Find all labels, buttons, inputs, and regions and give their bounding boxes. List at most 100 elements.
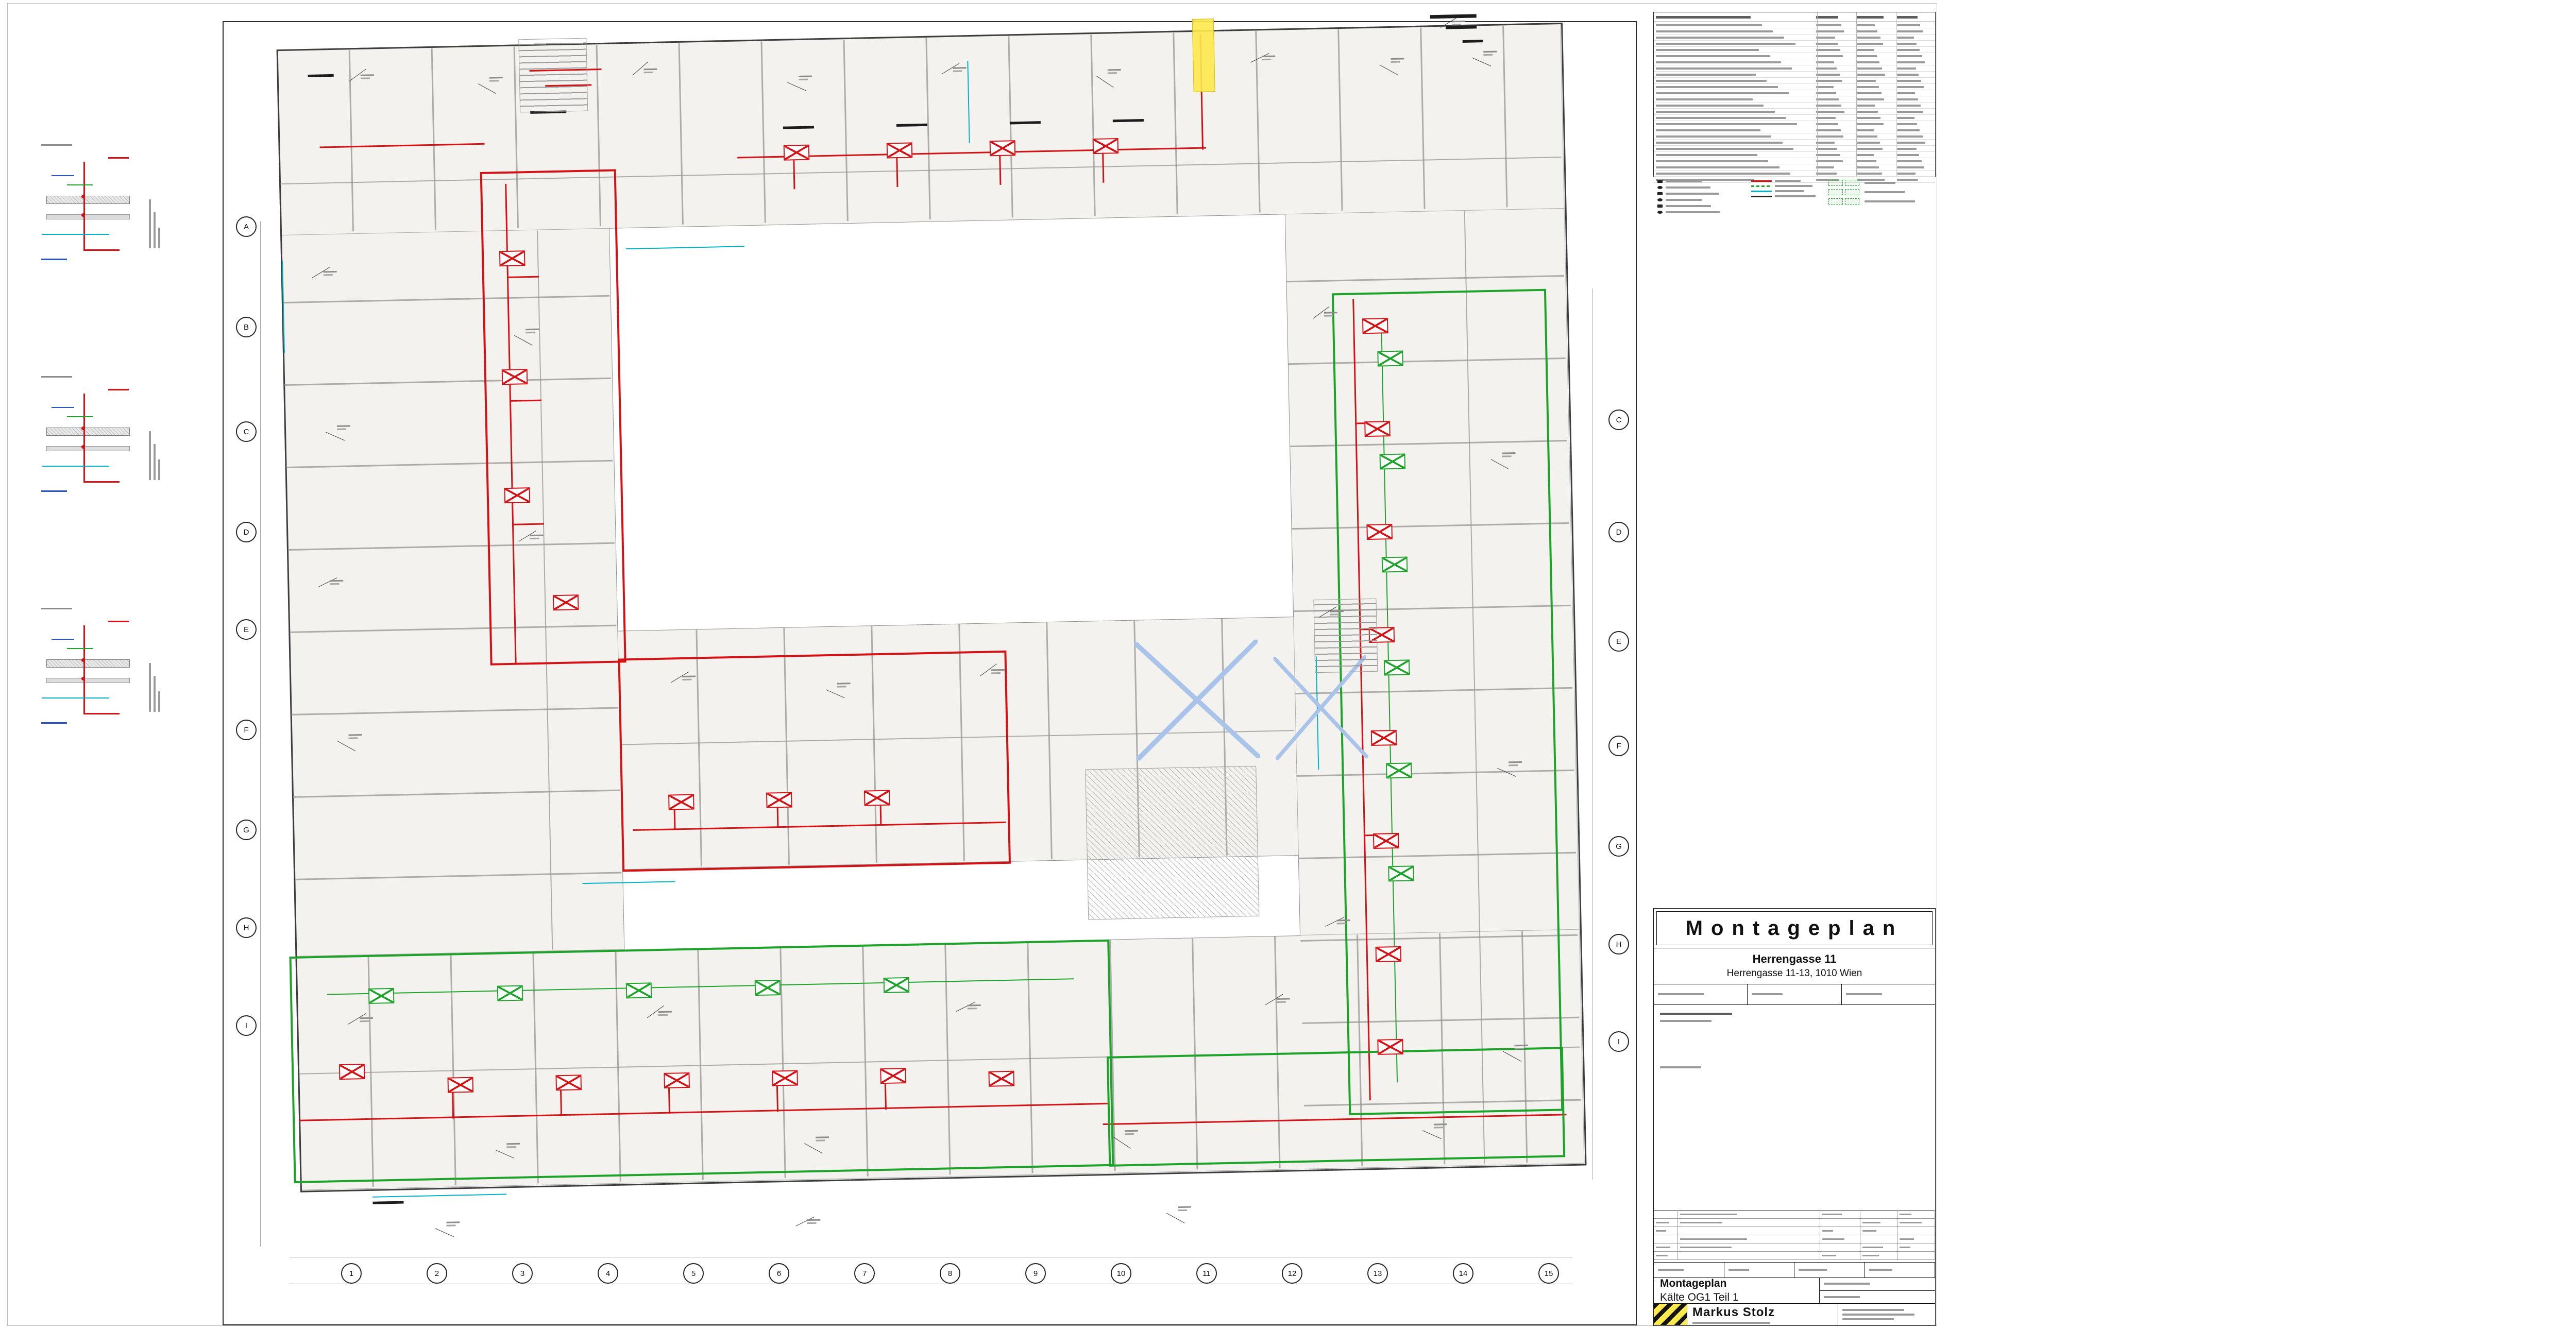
table-row xyxy=(1654,72,1935,78)
text-placeholder xyxy=(1896,79,1922,82)
table-row xyxy=(1654,127,1935,133)
revision-cell xyxy=(1820,1235,1860,1243)
table-cell xyxy=(1855,160,1895,162)
detail-label xyxy=(146,161,163,248)
text-placeholder xyxy=(1856,116,1881,119)
titleblock-header: Montageplan xyxy=(1654,909,1935,948)
text-placeholder xyxy=(1816,55,1843,57)
slab-section xyxy=(46,196,130,204)
text-placeholder xyxy=(1842,1308,1904,1311)
revision-cell xyxy=(1820,1227,1860,1235)
text-placeholder xyxy=(1816,67,1837,70)
table-row xyxy=(1654,28,1935,35)
text-placeholder xyxy=(1775,180,1801,182)
text-placeholder xyxy=(1816,48,1841,51)
pipe-cyan xyxy=(42,234,109,235)
drawing-title: Montageplan Kälte OG1 Teil 1 xyxy=(1654,1277,1820,1303)
revision-cell xyxy=(1654,1243,1678,1251)
text-placeholder xyxy=(1752,993,1783,995)
text-placeholder xyxy=(1680,1238,1747,1240)
text-placeholder xyxy=(1660,1066,1701,1068)
pipe-red xyxy=(83,249,120,251)
revision-cell xyxy=(1820,1219,1860,1226)
text-placeholder xyxy=(158,228,160,248)
text-placeholder xyxy=(1896,61,1925,63)
text-placeholder xyxy=(1856,147,1883,150)
plan-type-title: Montageplan xyxy=(1656,911,1933,945)
text-placeholder xyxy=(1862,1247,1883,1248)
text-placeholder xyxy=(1865,191,1905,193)
text-placeholder xyxy=(1775,195,1816,197)
legend-zones xyxy=(1828,180,1931,208)
text-placeholder xyxy=(1680,1222,1722,1223)
text-placeholder xyxy=(1816,36,1835,39)
table-cell xyxy=(1654,73,1814,76)
text-placeholder xyxy=(1816,135,1844,138)
detail-label xyxy=(146,624,163,712)
text-placeholder xyxy=(1822,1255,1836,1256)
text-placeholder xyxy=(1856,166,1879,168)
text-placeholder xyxy=(1856,178,1885,181)
text-placeholder xyxy=(1896,147,1917,150)
revision-cell xyxy=(1820,1252,1860,1259)
axis-bubble: E xyxy=(1608,631,1629,652)
text-placeholder xyxy=(1896,55,1922,57)
table-cell xyxy=(1654,147,1814,150)
meta-row-scale xyxy=(1654,1262,1935,1278)
legend xyxy=(1653,178,1935,223)
revision-cell xyxy=(1678,1235,1820,1243)
text-placeholder xyxy=(1856,24,1875,26)
legend-item xyxy=(1657,186,1745,189)
table-row xyxy=(1654,22,1935,28)
text-placeholder xyxy=(1656,36,1784,39)
table-cell xyxy=(1814,123,1854,125)
table-cell xyxy=(1814,147,1854,150)
table-cell xyxy=(1855,15,1895,19)
table-cell xyxy=(1855,110,1895,113)
axis-bubble: B xyxy=(236,317,257,337)
axis-bubble: 13 xyxy=(1367,1263,1388,1284)
meta-row-title: Montageplan Kälte OG1 Teil 1 xyxy=(1654,1277,1935,1304)
text-placeholder xyxy=(1816,110,1844,113)
pipe-node xyxy=(81,195,85,198)
table-cell xyxy=(1814,166,1854,168)
text-placeholder xyxy=(1816,160,1843,162)
revision-row xyxy=(1654,1235,1935,1243)
text-placeholder xyxy=(1666,211,1720,213)
legend-item xyxy=(1751,185,1823,187)
table-row xyxy=(1654,84,1935,90)
revision-row xyxy=(1654,1243,1935,1252)
text-placeholder xyxy=(1656,48,1759,51)
text-placeholder xyxy=(1896,141,1925,144)
text-placeholder xyxy=(1656,116,1786,119)
drawing-name: Kälte OG1 Teil 1 xyxy=(1660,1291,1739,1303)
table-row xyxy=(1654,133,1935,140)
table-cell xyxy=(1855,79,1895,82)
table-cell xyxy=(1654,55,1814,57)
table-cell xyxy=(1895,98,1935,100)
table-cell xyxy=(1855,61,1895,63)
axis-bubble: 6 xyxy=(769,1263,789,1284)
title-block: Montageplan Herrengasse 11 Herrengasse 1… xyxy=(1653,908,1936,1326)
text-placeholder xyxy=(1845,993,1882,995)
table-cell xyxy=(1895,30,1935,32)
text-placeholder xyxy=(41,376,72,378)
table-cell xyxy=(1895,147,1935,150)
pipe-red xyxy=(83,481,120,483)
table-cell xyxy=(1895,48,1935,51)
legend-item xyxy=(1657,180,1745,183)
table-cell xyxy=(1814,178,1854,181)
legend-symbol xyxy=(1657,211,1663,214)
pipe-red xyxy=(83,625,85,714)
legend-item xyxy=(1828,198,1931,205)
revision-cell xyxy=(1678,1243,1820,1251)
axis-bubble: 14 xyxy=(1453,1263,1473,1284)
text-placeholder xyxy=(1856,129,1875,131)
table-cell xyxy=(1654,141,1814,144)
table-row xyxy=(1654,146,1935,152)
table-cell xyxy=(1895,15,1935,19)
table-cell xyxy=(1855,24,1895,26)
text-placeholder xyxy=(1816,104,1842,107)
text-placeholder xyxy=(1656,1255,1668,1256)
text-placeholder xyxy=(1896,116,1914,119)
